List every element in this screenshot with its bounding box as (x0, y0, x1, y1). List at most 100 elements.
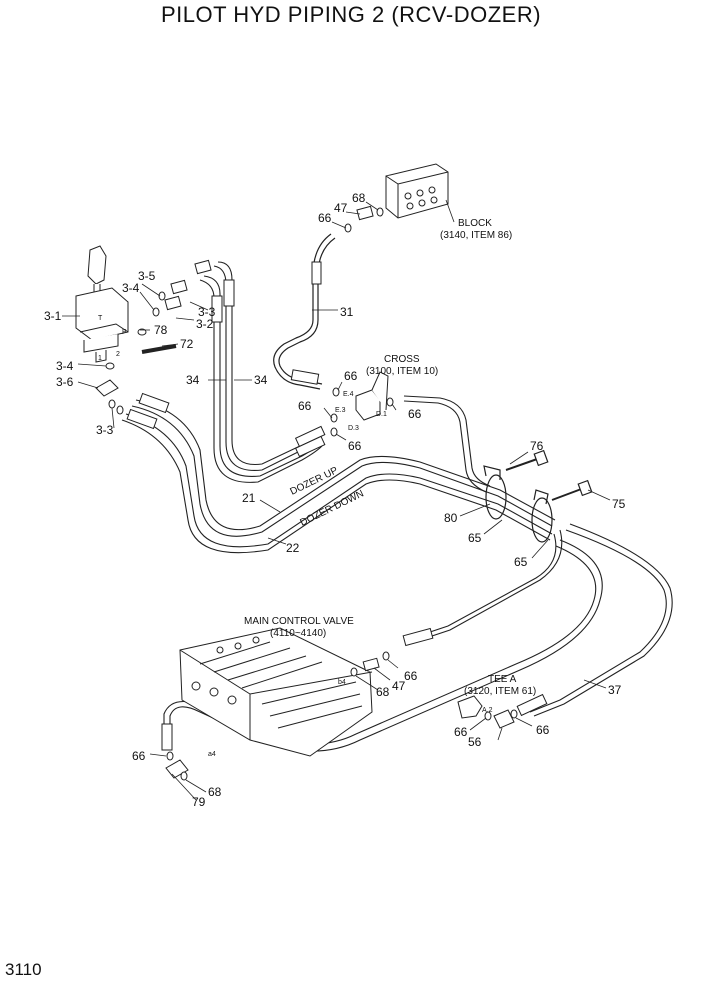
port-d3: D.3 (348, 425, 359, 432)
block-component (385, 163, 449, 219)
part-66: 66 (318, 211, 332, 225)
bolt-75 (551, 479, 593, 501)
port-marks: E.4 E.3 D.1 D.3 b4 a4 A.2 T P 1 2 (98, 315, 493, 758)
hose-fittings (126, 261, 548, 751)
part-65-left: 65 (468, 531, 482, 545)
part-3-4: 3-4 (122, 281, 140, 295)
block-fittings (344, 205, 384, 233)
elbow-3-6 (95, 379, 119, 397)
part-3-2: 3-2 (196, 317, 214, 331)
bolt-76 (505, 449, 549, 471)
part-3-3: 3-3 (198, 305, 216, 319)
port-t: T (98, 315, 103, 322)
part-76: 76 (530, 439, 544, 453)
page-title: PILOT HYD PIPING 2 (RCV-DOZER) (160, 2, 542, 27)
ferrule-34-b (211, 295, 223, 323)
hose-cross-to-clamp (403, 395, 491, 493)
part-34-right: 34 (254, 373, 268, 387)
part-68-valve: 68 (376, 685, 390, 699)
block-label: BLOCK (458, 218, 492, 229)
part-56: 56 (468, 735, 482, 749)
part-number-labels: 68 47 66 3-5 3-4 3-1 3-3 3-2 78 72 31 34… (44, 191, 626, 809)
ferrule-21 (138, 392, 170, 414)
part-21: 21 (242, 491, 256, 505)
part-79: 79 (192, 795, 206, 809)
fitting-3-5 (170, 279, 188, 295)
leader-lines (62, 199, 611, 801)
tee-a-ref: (3120, ITEM 61) (464, 686, 536, 697)
connector-47 (356, 205, 374, 221)
port-1: 1 (98, 355, 102, 362)
part-31: 31 (340, 305, 354, 319)
bolt-72 (141, 344, 177, 354)
part-66-cross-right: 66 (408, 407, 422, 421)
cross-fitting (330, 371, 394, 437)
o-ring-68 (376, 207, 384, 217)
part-68: 68 (352, 191, 366, 205)
tee-a (457, 695, 518, 729)
ferrule-b4 (402, 627, 434, 647)
dozer-up-label: DOZER UP (288, 465, 340, 498)
elbow-56 (493, 709, 515, 729)
ferrule-22 (126, 408, 158, 430)
main-control-valve (179, 627, 373, 757)
part-66-cross-bottom: 66 (348, 439, 362, 453)
port-b4: b4 (338, 679, 346, 686)
fitting-3-2 (164, 295, 182, 311)
part-66-tee-right: 66 (536, 723, 550, 737)
block-ref: (3140, ITEM 86) (440, 230, 512, 241)
part-66-cross-left: 66 (298, 399, 312, 413)
part-3-6: 3-6 (56, 375, 74, 389)
port-2: 2 (116, 351, 120, 358)
ferrule-34-end-b (294, 435, 326, 458)
part-22: 22 (286, 541, 300, 555)
part-3-1: 3-1 (44, 309, 62, 323)
joystick-grip (87, 245, 107, 285)
part-72: 72 (180, 337, 194, 351)
rcv-joystick (75, 245, 129, 363)
hose-31 (273, 233, 336, 390)
part-78: 78 (154, 323, 168, 337)
main-control-valve-label: MAIN CONTROL VALVE (244, 616, 354, 627)
tee-a-label: TEE A (488, 674, 517, 685)
ferrule-37 (516, 693, 548, 717)
rcv-fittings (95, 259, 212, 415)
part-66-a4: 66 (132, 749, 146, 763)
port-a4: a4 (208, 751, 216, 758)
cross-ref: (3100, ITEM 10) (366, 366, 438, 377)
fitting-3-3-top (194, 259, 212, 275)
part-37: 37 (608, 683, 622, 697)
part-68-a4: 68 (208, 785, 222, 799)
clamp-80 (485, 474, 507, 520)
part-80: 80 (444, 511, 458, 525)
clamps (483, 449, 593, 543)
elbow-79 (165, 759, 189, 779)
connector-47-valve (362, 657, 380, 672)
port-d1: D.1 (376, 411, 387, 418)
port-e4: E.4 (343, 391, 354, 398)
page-number: 3110 (5, 960, 42, 979)
part-65-right: 65 (514, 555, 528, 569)
ferrule-a4 (161, 723, 173, 751)
part-66-cross-top: 66 (344, 369, 358, 383)
part-47-valve: 47 (392, 679, 406, 693)
ferrule-31-top (311, 261, 322, 285)
joystick-boot (75, 287, 129, 341)
part-3-5: 3-5 (138, 269, 156, 283)
part-3-3-lower: 3-3 (96, 423, 114, 437)
part-34-left: 34 (186, 373, 200, 387)
part-3-4-lower: 3-4 (56, 359, 74, 373)
part-66-tee-left: 66 (454, 725, 468, 739)
hose-21-22 (121, 399, 556, 554)
ferrule-31-bottom (290, 369, 320, 385)
hose-lines (121, 233, 673, 752)
main-control-valve-ref: (4110~4140) (270, 628, 326, 639)
washer-78 (137, 328, 147, 336)
port-a2: A.2 (482, 707, 493, 714)
part-47: 47 (334, 201, 348, 215)
part-66-valve: 66 (404, 669, 418, 683)
part-75: 75 (612, 497, 626, 511)
port-p: P (122, 329, 127, 336)
port-e3: E.3 (335, 407, 346, 414)
